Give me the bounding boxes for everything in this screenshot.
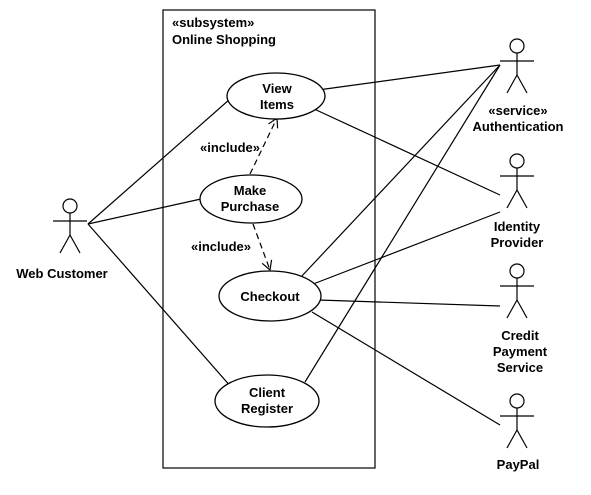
use-case-make-purchase-line1: Make — [234, 183, 267, 198]
stick-figure-icon — [500, 153, 534, 209]
actor-identity-provider-line1: Identity — [494, 219, 541, 234]
actor-authentication: «service» Authentication — [473, 38, 564, 134]
associations — [87, 64, 501, 426]
association-customer-view-items — [87, 91, 239, 225]
use-case-view-items-line2: Items — [260, 97, 294, 112]
use-case-client-register[interactable]: Client Register — [214, 374, 320, 428]
use-case-checkout[interactable]: Checkout — [218, 270, 322, 322]
actor-authentication-label: Authentication — [473, 119, 564, 134]
actor-credit-payment-service: Credit Payment Service — [493, 263, 548, 375]
association-checkout-authentication — [299, 64, 501, 279]
include-dependencies: «include» «include» — [191, 116, 279, 272]
include-arrow-view-items — [249, 116, 279, 175]
association-view-items-identity-provider — [311, 107, 501, 196]
association-customer-make-purchase — [87, 196, 211, 225]
use-case-client-register-line1: Client — [249, 385, 286, 400]
stick-figure-icon — [53, 198, 87, 254]
actor-web-customer-label: Web Customer — [16, 266, 108, 281]
association-checkout-paypal — [311, 311, 501, 426]
stick-figure-icon — [500, 263, 534, 319]
association-view-items-authentication — [317, 64, 501, 91]
use-case-view-items-line1: View — [262, 81, 292, 96]
actor-identity-provider-line2: Provider — [491, 235, 544, 250]
include-label-view-items: «include» — [200, 140, 260, 155]
include-arrow-checkout — [252, 223, 273, 272]
stick-figure-icon — [500, 393, 534, 449]
use-case-make-purchase-line2: Purchase — [221, 199, 280, 214]
use-case-view-items[interactable]: View Items — [226, 72, 326, 120]
use-case-make-purchase[interactable]: Make Purchase — [199, 174, 303, 224]
stick-figure-icon — [500, 38, 534, 94]
subsystem-title: Online Shopping — [172, 32, 276, 47]
association-customer-client-register — [87, 223, 233, 389]
association-checkout-identity-provider — [307, 211, 501, 287]
actor-identity-provider: Identity Provider — [491, 153, 544, 250]
actor-paypal: PayPal — [497, 393, 540, 472]
actor-credit-payment-line1: Credit — [501, 328, 539, 343]
use-case-client-register-line2: Register — [241, 401, 293, 416]
actor-credit-payment-line2: Payment — [493, 344, 548, 359]
actor-paypal-label: PayPal — [497, 457, 540, 472]
association-client-register-authentication — [304, 64, 501, 383]
subsystem-stereotype: «subsystem» — [172, 15, 254, 30]
actor-web-customer: Web Customer — [16, 198, 108, 281]
use-case-checkout-label: Checkout — [240, 289, 300, 304]
actor-credit-payment-line3: Service — [497, 360, 543, 375]
subsystem-boundary — [162, 9, 376, 469]
include-label-checkout: «include» — [191, 239, 251, 254]
association-checkout-credit-payment — [317, 299, 501, 307]
actor-authentication-stereotype: «service» — [488, 103, 547, 118]
